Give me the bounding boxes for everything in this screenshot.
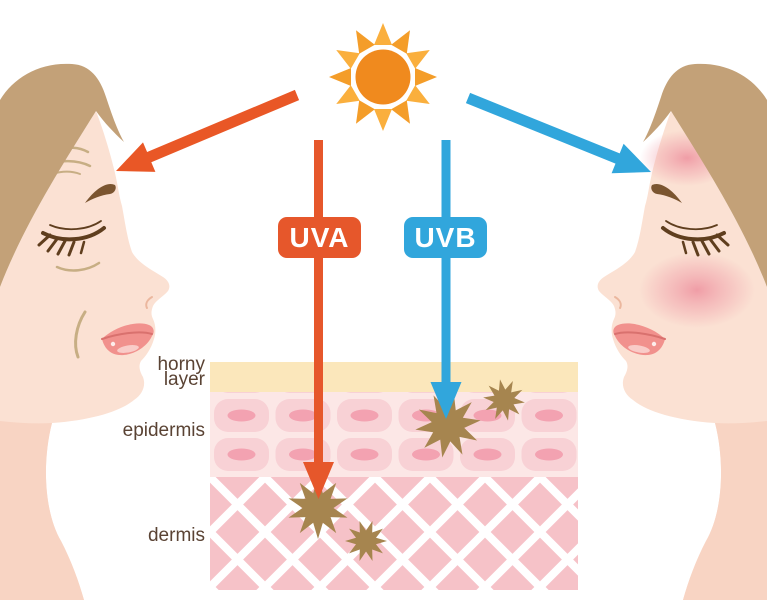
skin-cross-section xyxy=(210,362,578,590)
under-eye-wrinkle xyxy=(55,261,101,272)
eyebrow xyxy=(651,183,682,203)
uva-label-badge: UVA xyxy=(278,217,361,258)
uvb-label-badge: UVB xyxy=(404,217,487,258)
eyebrow xyxy=(85,183,116,203)
epidermis-cells xyxy=(210,392,578,477)
nostril-line xyxy=(614,296,622,309)
uvb-label: UVB xyxy=(414,221,477,253)
sunburn-blush-cheek xyxy=(639,252,755,328)
sun-core xyxy=(355,49,411,105)
sunburned-face-right xyxy=(597,63,767,600)
uva-arrow xyxy=(303,140,334,499)
uva-label: UVA xyxy=(289,221,350,253)
aged-face-left xyxy=(0,63,170,600)
neck-shadow xyxy=(683,421,767,600)
dermis-band xyxy=(210,477,578,590)
dermis-label: dermis xyxy=(147,525,205,546)
closed-eye xyxy=(37,220,106,257)
horny-layer-label: horny layer xyxy=(157,354,205,390)
lips xyxy=(101,323,154,356)
lips xyxy=(613,323,666,356)
epidermis-label: epidermis xyxy=(122,420,205,441)
neck-shadow xyxy=(0,421,84,600)
uvb-arrow xyxy=(430,140,462,419)
hair xyxy=(0,63,124,287)
hair xyxy=(643,63,767,287)
nasolabial-wrinkle xyxy=(74,310,87,359)
horny-layer-band xyxy=(210,362,578,392)
uvb-diagonal-arrow xyxy=(465,92,651,174)
nostril-line xyxy=(145,296,153,309)
closed-eye xyxy=(661,220,730,257)
sun-icon xyxy=(329,23,437,131)
uva-diagonal-arrow xyxy=(116,89,300,172)
